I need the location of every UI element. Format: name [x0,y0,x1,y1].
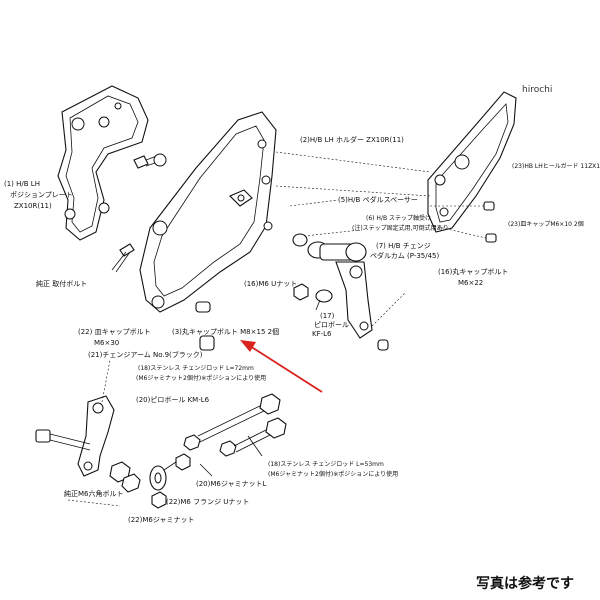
pillow-ball-km-part [149,461,177,491]
label-jam-nut-l: (20)M6ジャミナットL [196,480,267,488]
label-flange-u-nut: (22)M6 フランジ Uナット [166,498,249,506]
pillow-ball-kf-part [315,289,333,311]
change-rod-53-part [219,417,287,457]
label-heel-guard: (23)HB LHヒールガード 11ZX10R [512,162,600,170]
hb-holder-part [139,111,277,313]
label-position-plate-2: ポジションプレート [10,191,73,199]
round-cap-bolt-m8-part [195,301,215,351]
label-pedal-spacer: (5)H/B ペダルスペーサー [338,195,418,204]
label-pedal-cam-1: (7) H/B チェンジ [376,242,431,250]
label-pillow-ball-km: (20)ピロボール KM-L6 [136,396,210,404]
label-rod-53-2: (M6ジャミナット2個付)※ポジションにより使用 [268,470,398,478]
label-pillow-ball-kf-1: (17) [320,312,335,320]
u-nut-part [293,283,309,301]
label-genuine-mount-bolt: 純正 取付ボルト [36,279,87,288]
label-u-nut: (16)M6 Uナット [244,280,297,288]
heel-guard-part [427,91,517,233]
round-cap-bolt-m6x22-part [377,339,389,351]
label-step-receiver-2: (注)ステップ固定式用,可倒式用あり [352,224,449,232]
label-position-plate-3: ZX10R(11) [14,202,52,210]
label-round-cap-bolt-m6-1: (16)丸キャップボルト [438,267,508,276]
label-pedal-cam-2: ペダルカム (P-35/45) [370,251,440,260]
pan-cap-bolt-small-part [483,201,497,243]
change-arm-part [77,395,115,477]
watermark: hirochi [522,85,552,95]
jam-nut-small-part [121,473,141,493]
label-pan-cap-bolt-small: (23)皿キャップM6×10 2個 [508,220,584,228]
flange-u-nut-part [151,491,167,509]
label-pan-cap-bolt-m6-1: (22) 皿キャップボルト [78,328,151,336]
label-hb-holder: (2)H/B LH ホルダー ZX10R(11) [300,135,404,144]
label-round-cap-bolt-m8: (3)丸キャップボルト M8×15 2個 [172,327,279,336]
label-change-arm: (21)チェンジアーム No.9(ブラック) [88,350,203,359]
label-pillow-ball-kf-2: ピロボール [314,321,349,329]
label-step-receiver-1: (6) H/B ステップ軸受け [366,214,431,222]
label-rod-53-1: (18)ステンレス チェンジロッド L=53mm [268,461,384,468]
leader-lines [67,151,487,507]
genuine-mount-bolts [111,153,167,273]
pedal-spacer-part [292,233,308,247]
red-indicator-arrow [240,340,323,393]
change-rod-72-part [183,393,281,451]
step-receiver-part [307,241,367,262]
label-rod-72-2: (M6ジャミナット2個付)※ポジションにより使用 [136,374,266,382]
label-position-plate-1: (1) H/B LH [4,180,40,188]
label-pillow-ball-kf-3: KF-L6 [312,330,332,338]
pedal-cam-part [335,261,373,339]
reference-photo-caption: 写真は参考です [476,575,574,592]
pan-cap-bolt-m6x30-part [35,429,91,451]
label-round-cap-bolt-m6-2: M6×22 [458,279,483,287]
label-jam-nut: (22)M6ジャミナット [128,516,195,524]
label-pan-cap-bolt-m6-2: M6×30 [94,339,119,347]
label-rod-72-1: (18)ステンレス チェンジロッド L=72mm [138,365,254,372]
label-genuine-hex-bolt: 純正M6六角ボルト [64,489,124,498]
position-plate-part [57,85,149,241]
jam-nut-l-part [175,453,191,471]
